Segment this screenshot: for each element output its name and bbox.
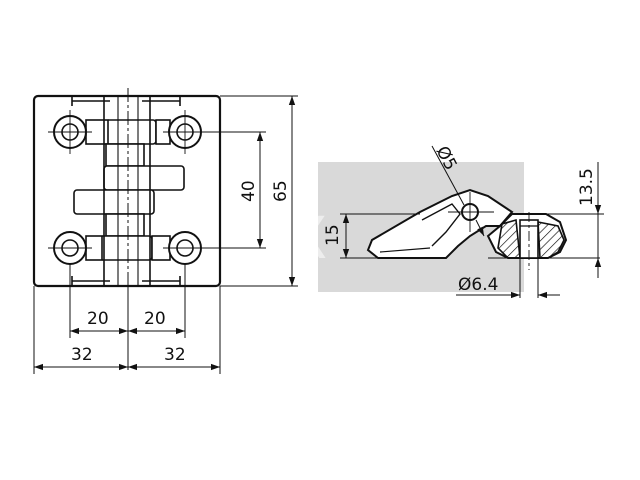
hinge-front-view	[32, 88, 222, 370]
dim-side-height: 13.5	[577, 168, 597, 206]
dim-hole-vertical-spacing: 40	[239, 180, 259, 202]
hinge-plate-outline	[32, 94, 222, 288]
dim-side-bore-diameter: Ø6.4	[458, 275, 498, 295]
dim-hole-spacing-right: 20	[144, 309, 166, 329]
dim-width-left: 32	[71, 345, 93, 365]
dim-width-right: 32	[164, 345, 186, 365]
front-dimensions	[33, 95, 298, 374]
dim-side-leaf-height: 15	[323, 224, 343, 246]
dim-overall-height: 65	[271, 180, 291, 202]
hinge-knuckles	[73, 119, 185, 261]
hinge-side-view	[366, 188, 568, 259]
side-section-hatch	[497, 218, 521, 259]
side-dimensions	[340, 145, 604, 299]
dim-hole-spacing-left: 20	[87, 309, 109, 329]
